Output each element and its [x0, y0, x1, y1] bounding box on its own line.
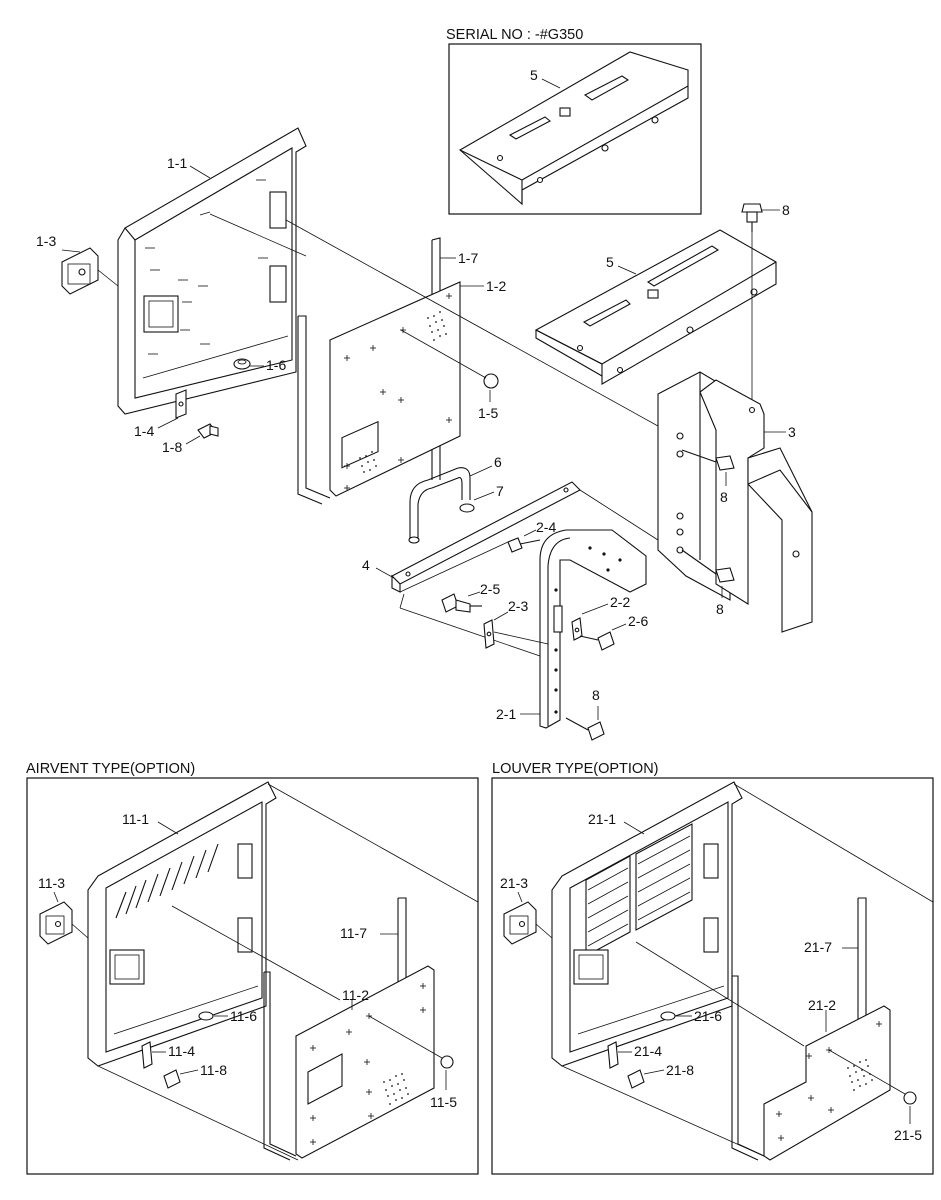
post-2-1	[539, 529, 647, 729]
label-11-5: 11-5	[430, 1094, 457, 1110]
label-21-3: 21-3	[500, 875, 528, 891]
label-1-7: 1-7	[458, 250, 478, 266]
bolt-11-8	[163, 1069, 181, 1089]
panel-21-2	[763, 1005, 891, 1161]
handle-6	[408, 467, 471, 544]
louver-frame	[491, 777, 934, 1175]
label-7: 7	[496, 483, 504, 499]
grommet-21-6	[660, 1011, 676, 1021]
grommet-11-6	[198, 1011, 214, 1021]
bolt-8-mid	[681, 449, 735, 471]
bolt-1-8	[197, 423, 219, 439]
panel-11-2	[295, 965, 435, 1159]
label-2-4: 2-4	[536, 519, 556, 535]
bolt-8-bottom	[565, 717, 605, 741]
plate-2-2	[571, 617, 583, 641]
bolt-21-8	[627, 1069, 645, 1089]
label-1-3: 1-3	[36, 233, 56, 249]
strip-21-7	[731, 897, 867, 1161]
striker-11-4	[141, 1041, 153, 1069]
latch-21-3	[503, 901, 537, 945]
label-11-4: 11-4	[168, 1043, 195, 1059]
column-bracket-3	[657, 371, 813, 633]
label-8d: 8	[592, 687, 600, 703]
latch-1-3	[61, 247, 99, 295]
plate-2-3	[483, 619, 495, 649]
panel-1-2	[329, 281, 461, 497]
label-5: 5	[606, 254, 614, 270]
label-21-4: 21-4	[634, 1043, 662, 1059]
louver-section: LOUVER TYPE(OPTION) 21-1	[491, 761, 934, 1175]
label-8c: 8	[716, 601, 724, 617]
airvent-section: AIRVENT TYPE(OPTION) 11-1 11-3	[26, 761, 479, 1175]
bolt-2-6	[579, 631, 615, 651]
label-21-8: 21-8	[666, 1062, 694, 1078]
label-11-8: 11-8	[200, 1062, 227, 1078]
label-8a: 8	[782, 202, 790, 218]
louver-header: LOUVER TYPE(OPTION)	[492, 761, 659, 777]
latch-11-3	[39, 901, 73, 945]
striker-21-4	[607, 1041, 619, 1069]
label-1-2: 1-2	[486, 278, 506, 294]
striker-1-4	[175, 389, 187, 419]
bracket-5	[534, 229, 777, 385]
airvent-door-frame-11-1	[87, 781, 277, 1067]
label-21-7: 21-7	[804, 939, 832, 955]
label-2-6: 2-6	[628, 613, 648, 629]
serial-inset-frame	[448, 43, 702, 215]
serial-inset: SERIAL NO : -#G350 5	[446, 27, 702, 215]
serial-header: SERIAL NO : -#G350	[446, 27, 583, 43]
label-21-5: 21-5	[894, 1127, 922, 1143]
label-21-1: 21-1	[588, 811, 616, 827]
airvent-frame	[26, 777, 479, 1175]
label-2-3: 2-3	[508, 598, 528, 614]
label-8b: 8	[720, 489, 728, 505]
label-2-1: 2-1	[496, 706, 516, 722]
label-11-3: 11-3	[38, 875, 65, 891]
label-1-5: 1-5	[478, 405, 498, 421]
label-1-4: 1-4	[134, 423, 154, 439]
label-21-6: 21-6	[694, 1008, 722, 1024]
knob-1-5	[483, 373, 499, 389]
serial-bracket-5	[459, 51, 689, 206]
label-2-2: 2-2	[610, 594, 630, 610]
label-21-2: 21-2	[808, 997, 836, 1013]
label-serial-5: 5	[530, 67, 538, 83]
label-2-5: 2-5	[480, 581, 500, 597]
airvent-header: AIRVENT TYPE(OPTION)	[26, 761, 195, 777]
label-1-6: 1-6	[266, 357, 286, 373]
bolt-8-low	[681, 549, 735, 583]
washer-7	[459, 503, 475, 513]
label-1-1: 1-1	[167, 155, 187, 171]
bolt-2-5	[441, 593, 482, 613]
label-11-2: 11-2	[342, 987, 369, 1003]
knob-11-5	[440, 1055, 454, 1069]
label-11-7: 11-7	[340, 925, 367, 941]
pin-2-4	[507, 537, 541, 553]
label-1-8: 1-8	[162, 439, 182, 455]
label-3: 3	[788, 424, 796, 440]
main-assembly: 1-1 1-3 1-6 1-4 1-8	[36, 127, 813, 741]
bolt-8-top	[741, 203, 763, 232]
label-6: 6	[494, 454, 502, 470]
door-frame-1-1	[117, 127, 307, 415]
label-11-1: 11-1	[122, 811, 149, 827]
knob-21-5	[903, 1091, 917, 1105]
label-11-6: 11-6	[230, 1008, 257, 1024]
label-4: 4	[362, 557, 370, 573]
